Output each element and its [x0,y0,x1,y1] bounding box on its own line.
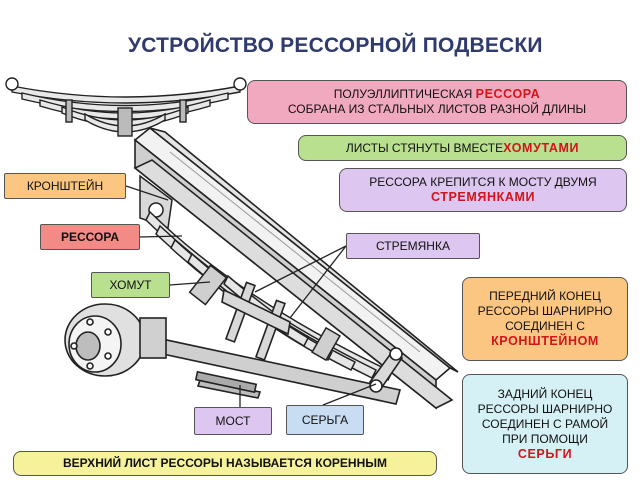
clamp-label: ХОМУТ [91,272,170,298]
leaf-spring-small-illustration [5,77,247,137]
axle-label-text: МОСТ [215,413,251,428]
rear-end-line2: РЕССОРЫ ШАРНИРНО [477,401,613,416]
semi-elliptic-line2: СОБРАНА ИЗ СТАЛЬНЫХ ЛИСТОВ РАЗНОЙ ДЛИНЫ [287,102,587,116]
axle-illustration [64,303,402,405]
semi-elliptic-spring-box: ПОЛУЭЛЛИПТИЧЕСКАЯ РЕССОРА СОБРАНА ИЗ СТА… [247,80,627,124]
bracket-label-text: КРОНШТЕЙН [26,178,104,193]
u-bolt-label-text: СТРЕМЯНКА [376,238,450,253]
u-bolt-illustration [221,281,291,361]
u-bolts-line1: РЕССОРА КРЕПИТСЯ К МОСТУ ДВУМЯ [369,175,597,189]
main-leaf-text: ВЕРХНИЙ ЛИСТ РЕССОРЫ НАЗЫВАЕТСЯ КОРЕННЫМ [62,456,388,470]
bracket-label: КРОНШТЕЙН [4,173,126,199]
front-end-red: КРОНШТЕЙНОМ [491,334,599,348]
front-end-line1: ПЕРЕДНИЙ КОНЕЦ [489,289,601,303]
rear-end-line3: СОЕДИНЕН С РАМОЙ [481,416,609,431]
u-bolts-red: СТРЕМЯНКАМИ [430,190,536,204]
clamps-box: ЛИСТЫ СТЯНУТЫ ВМЕСТЕ ХОМУТАМИ [298,135,627,161]
main-leaf-box: ВЕРХНИЙ ЛИСТ РЕССОРЫ НАЗЫВАЕТСЯ КОРЕННЫМ [13,451,437,476]
clamp-label-text: ХОМУТ [109,277,152,292]
semi-elliptic-red: РЕССОРА [475,87,541,101]
clamp-illustration [188,264,341,362]
frame-rail-illustration [133,126,459,410]
spring-label: РЕССОРА [40,224,140,250]
clamps-text: ЛИСТЫ СТЯНУТЫ ВМЕСТЕ [345,140,504,155]
spring-label-text: РЕССОРА [61,229,119,244]
front-end-line2: РЕССОРЫ ШАРНИРНО [477,304,613,318]
semi-elliptic-text: ПОЛУЭЛЛИПТИЧЕСКАЯ [333,87,476,101]
front-end-line3: СОЕДИНЕН С [505,319,585,333]
rear-end-box: ЗАДНИЙ КОНЕЦ РЕССОРЫ ШАРНИРНО СОЕДИНЕН С… [462,374,628,474]
connector-lines [125,185,377,407]
shackle-label-text: СЕРЬГА [301,412,349,427]
semi-elliptic-line1: ПОЛУЭЛЛИПТИЧЕСКАЯ РЕССОРА [334,87,541,102]
shackle-label: СЕРЬГА [286,405,364,435]
u-bolts-box: РЕССОРА КРЕПИТСЯ К МОСТУ ДВУМЯ СТРЕМЯНКА… [339,168,627,212]
page-title: УСТРОЙСТВО РЕССОРНОЙ ПОДВЕСКИ [128,34,543,57]
axle-label: МОСТ [194,407,272,435]
front-end-box: ПЕРЕДНИЙ КОНЕЦ РЕССОРЫ ШАРНИРНО СОЕДИНЕН… [462,277,628,361]
rear-end-line1: ЗАДНИЙ КОНЕЦ [497,386,593,401]
u-bolt-label: СТРЕМЯНКА [346,233,480,259]
rear-end-red: СЕРЬГИ [517,446,573,461]
shackle-illustration [368,347,404,393]
clamps-red: ХОМУТАМИ [503,140,580,155]
rear-end-line4: ПРИ ПОМОЩИ [502,431,588,446]
